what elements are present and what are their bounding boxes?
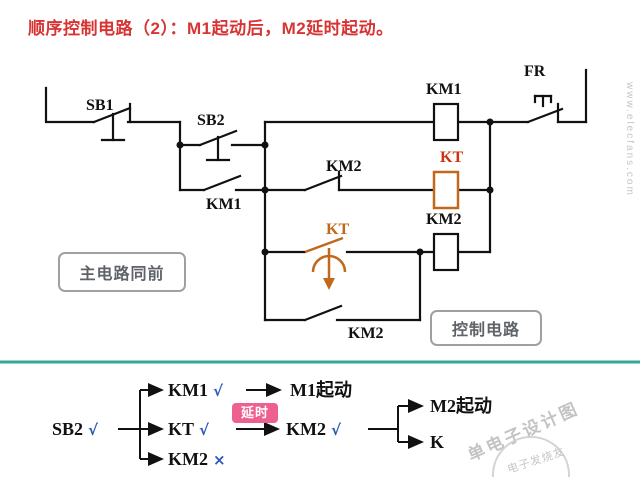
flow-m2-result: M2起动 xyxy=(430,396,492,416)
flow-m1-result: M1起动 xyxy=(290,380,352,400)
km2-nc-contact-symbol xyxy=(263,170,436,192)
circuit-wires xyxy=(44,68,588,322)
flow-second-result: K xyxy=(430,432,445,452)
flow-branch-km1: KM1 √ xyxy=(168,380,223,402)
kt-delay-contact-symbol xyxy=(304,236,347,280)
flow-kt-label: KT xyxy=(168,419,195,439)
delay-badge: 延时 xyxy=(232,403,279,423)
label-kt-contact: KT xyxy=(326,221,350,238)
km1-aux-contact-symbol xyxy=(178,174,267,192)
km2-coil-symbol xyxy=(432,232,460,272)
watermark-vertical-text: www.elecfans.com xyxy=(624,82,635,197)
flow-km2-on: KM2 √ xyxy=(286,419,341,441)
flow-branch-kt: KT√ xyxy=(168,419,209,441)
flow-km2-on-mark: √ xyxy=(331,421,342,439)
label-kt-coil: KT xyxy=(440,149,464,166)
flow-start-mark: √ xyxy=(88,421,99,439)
control-circuit-note-box: 控制电路 xyxy=(430,310,542,346)
fr-thermal-relay-symbol xyxy=(526,94,564,124)
km2-hold-contact-symbol xyxy=(263,250,422,322)
flow-km2-off-label: KM2 xyxy=(168,449,208,469)
flow-km2-on-label: KM2 xyxy=(286,419,326,439)
flow-km2-off-mark: × xyxy=(213,451,226,469)
main-circuit-note-box: 主电路同前 xyxy=(58,252,186,292)
label-km2-nc: KM2 xyxy=(326,158,362,175)
kt-coil-symbol xyxy=(432,170,460,210)
flow-kt-mark: √ xyxy=(199,421,210,439)
flow-km1-label: KM1 xyxy=(168,380,208,400)
label-km2-coil: KM2 xyxy=(426,211,462,228)
flow-branch-km2-off: KM2 × xyxy=(168,449,226,471)
label-km1-coil: KM1 xyxy=(426,81,462,98)
sb1-nc-pushbutton-symbol xyxy=(92,102,132,142)
flow-start: SB2√ xyxy=(52,419,98,441)
label-fr: FR xyxy=(524,63,546,80)
label-km2-hold: KM2 xyxy=(348,325,384,342)
km1-coil-symbol xyxy=(432,102,460,142)
flowchart-connectors xyxy=(118,383,424,466)
label-sb2: SB2 xyxy=(197,112,225,129)
label-sb1: SB1 xyxy=(86,97,114,114)
sb2-no-pushbutton-symbol xyxy=(178,129,267,162)
junction-dots xyxy=(176,118,494,256)
label-km1-aux: KM1 xyxy=(206,196,242,213)
flow-km1-mark: √ xyxy=(213,382,224,400)
flow-start-label: SB2 xyxy=(52,419,84,439)
page-title: 顺序控制电路（2）：M1起动后，M2延时起动。 xyxy=(28,19,394,38)
kt-delay-arrow-icon xyxy=(323,278,335,290)
